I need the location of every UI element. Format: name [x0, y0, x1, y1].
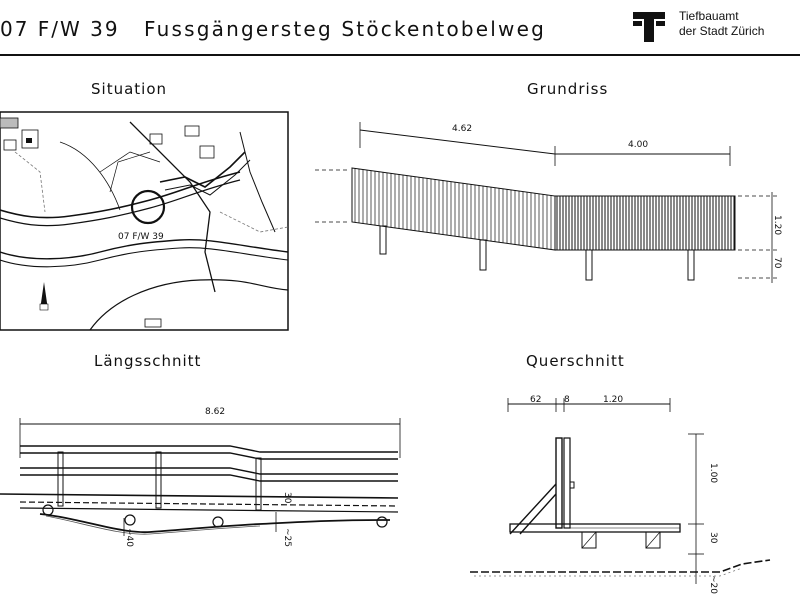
dim-depth-a: ~40	[124, 528, 134, 547]
situation-marker-label: 07 F/W 39	[118, 232, 164, 242]
dim-beam: 30	[708, 532, 718, 544]
dim-width: 1.20	[772, 215, 782, 236]
dim-b: 8	[564, 395, 570, 405]
situation-title: Situation	[91, 80, 168, 98]
org-line-2: der Stadt Zürich	[679, 24, 765, 38]
laengsschnitt-title: Längsschnitt	[94, 352, 202, 370]
grundriss-title: Grundriss	[527, 80, 609, 98]
dim-depth-b: ~25	[282, 528, 292, 547]
dim-deck: 30	[282, 492, 292, 504]
dim-right-span: 4.00	[628, 140, 649, 150]
dim-height: 1.00	[708, 463, 718, 484]
dim-c: 1.20	[603, 395, 624, 405]
org-line-1: Tiefbauamt	[679, 9, 739, 23]
querschnitt-section	[470, 398, 771, 584]
dim-a: 62	[530, 395, 542, 405]
drawing-title: Fussgängersteg Stöckentobelweg	[144, 17, 547, 41]
querschnitt-title: Querschnitt	[526, 352, 625, 370]
grundriss-plan	[315, 122, 780, 283]
organization-name: Tiefbauamt der Stadt Zürich	[679, 9, 764, 39]
dim-span: 8.62	[205, 407, 226, 417]
header-rule	[0, 54, 800, 56]
dim-ground: ~20	[708, 575, 718, 594]
dim-side: 70	[772, 257, 782, 269]
dim-left-span: 4.62	[452, 124, 473, 134]
laengsschnitt-section	[0, 418, 401, 536]
drawing-code: 07 F/W 39	[0, 17, 120, 41]
tiefbauamt-logo-icon	[633, 12, 665, 42]
situation-map	[0, 111, 289, 331]
